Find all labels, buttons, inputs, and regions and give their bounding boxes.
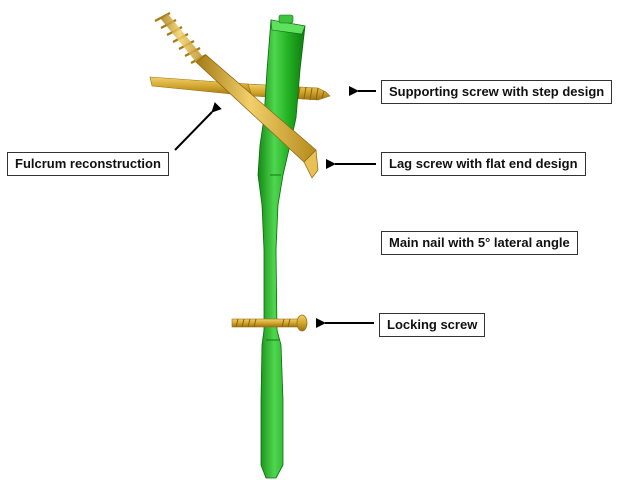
intramedullary-nail-icon — [257, 14, 306, 479]
label-fulcrum-reconstruction: Fulcrum reconstruction — [7, 152, 169, 176]
lag-screw-icon — [154, 12, 319, 179]
locking-screw-icon — [231, 314, 308, 332]
label-lag-screw: Lag screw with flat end design — [381, 152, 586, 176]
label-locking-screw: Locking screw — [379, 313, 486, 337]
label-main-nail: Main nail with 5° lateral angle — [381, 231, 578, 255]
label-supporting-screw: Supporting screw with step design — [381, 80, 613, 104]
arrow-left-icon — [174, 86, 376, 328]
arrow-fulcrum — [174, 102, 222, 151]
